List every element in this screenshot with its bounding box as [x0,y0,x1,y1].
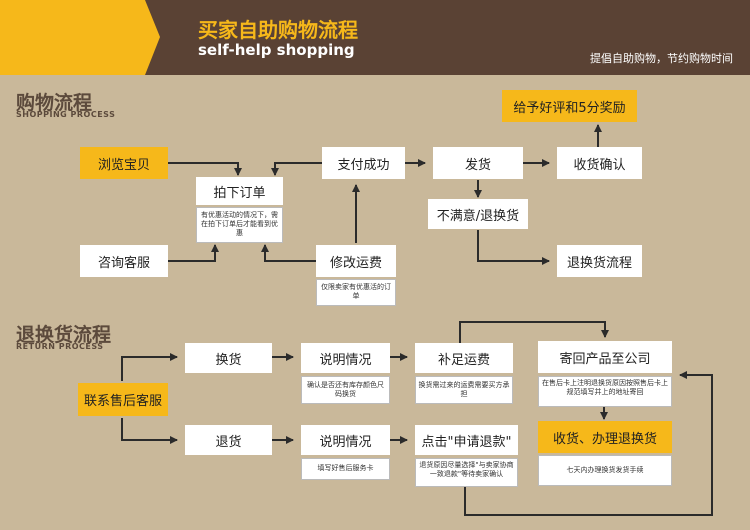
pay-freight-note: 换货需过来的运费需要买方承担 [415,376,513,404]
banner-slogan: 提倡自助购物，节约购物时间 [590,52,733,65]
explain-refund-note: 填写好售后服务卡 [301,458,390,480]
send-back-node: 寄回产品至公司 [538,341,672,373]
confirm-receipt-node: 收货确认 [557,147,642,179]
return-section-title: 退换货流程 [16,324,112,346]
pay-freight-node: 补足运费 [415,343,513,373]
banner-title: 买家自助购物流程 [198,18,358,42]
contact-service-node: 咨询客服 [80,245,168,277]
explain-refund-node: 说明情况 [301,425,390,455]
banner-accent [0,0,160,75]
contact-aftersales-node: 联系售后客服 [78,383,168,416]
explain-exchange-note: 确认是否还有库存颜色尺码换货 [301,376,390,404]
return-section-subtitle: RETURN PROCESS [16,342,104,351]
return-process-node: 退换货流程 [557,245,642,277]
refund-node: 退货 [185,425,272,455]
unsatisfied-return-node: 不满意/退换货 [428,199,528,229]
browse-items-node: 浏览宝贝 [80,147,168,179]
apply-refund-note: 退货原因尽量选择"与卖家协商一致退款"等待卖家确认 [415,458,518,487]
exchange-node: 换货 [185,343,272,373]
handle-return-note: 七天内办理换货发货手续 [538,455,672,486]
header-banner: 买家自助购物流程 self-help shopping 提倡自助购物，节约购物时… [0,0,750,75]
apply-refund-node: 点击"申请退款" [415,425,518,455]
positive-rating-node: 给予好评和5分奖励 [502,90,637,122]
send-back-note: 在售后卡上注明退换货原因按照售后卡上规范填写并上的地址寄回 [538,376,672,407]
modify-freight-note: 仅限卖家有优惠活的订单 [316,279,396,306]
banner-subtitle: self-help shopping [198,41,355,59]
ship-node: 发货 [433,147,523,179]
shopping-section-subtitle: SHOPPING PROCESS [16,110,116,119]
explain-exchange-node: 说明情况 [301,343,390,373]
place-order-node: 拍下订单 [196,177,283,205]
shopping-section-title: 购物流程 [16,92,93,114]
payment-success-node: 支付成功 [322,147,405,179]
place-order-note: 有优惠活动的情况下，需在拍下订单后才能看到优惠 [196,207,283,243]
handle-return-node: 收货、办理退换货 [538,421,672,453]
modify-freight-node: 修改运费 [316,245,396,277]
